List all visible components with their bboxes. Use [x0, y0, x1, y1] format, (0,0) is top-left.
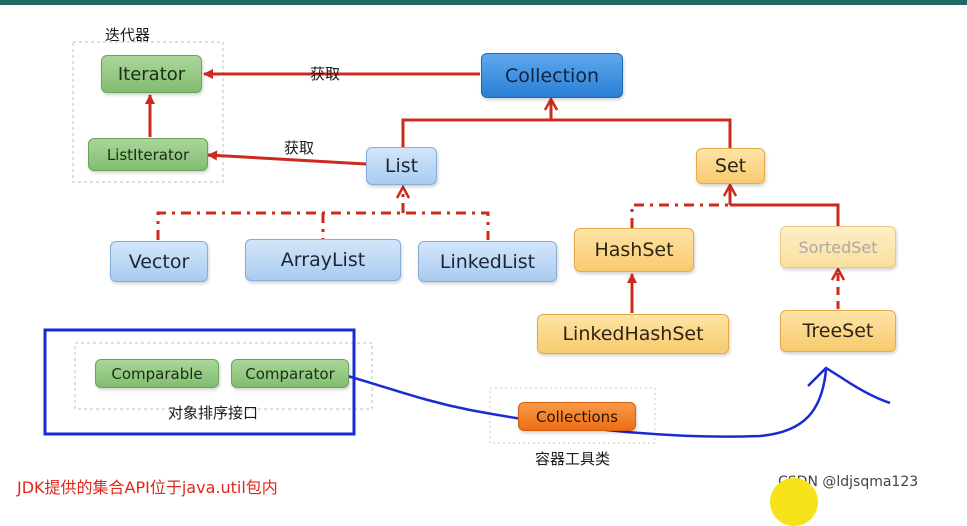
sortedset-node: SortedSet — [780, 226, 896, 268]
top-border — [0, 0, 967, 5]
iterator-group-label: 迭代器 — [105, 26, 151, 44]
sort-interface-label: 对象排序接口 — [168, 404, 259, 422]
hashset-node: HashSet — [574, 228, 694, 272]
list-node: List — [366, 147, 437, 185]
comparator-highlight-box — [43, 328, 356, 436]
cursor-highlight — [770, 478, 818, 526]
list-implementations-connector — [156, 211, 490, 240]
csdn-watermark: CSDN @ldjsqma123 — [778, 474, 919, 490]
linkedlist-node: LinkedList — [418, 241, 557, 282]
set-node: Set — [696, 148, 765, 184]
collections-node: Collections — [518, 402, 636, 431]
vector-node: Vector — [110, 241, 208, 282]
arraylist-node: ArrayList — [245, 239, 401, 281]
list-set-to-collection-connector — [401, 118, 732, 148]
collection-node: Collection — [481, 53, 623, 98]
comparator-node: Comparator — [231, 359, 349, 388]
list-iterator-node: ListIterator — [88, 138, 208, 171]
comparable-node: Comparable — [95, 359, 219, 388]
iterator-group-box — [72, 41, 224, 183]
diagram-connectors — [43, 41, 891, 444]
list-to-listiterator-arrow — [207, 150, 367, 166]
container-tools-label: 容器工具类 — [535, 450, 611, 468]
get-label-top: 获取 — [310, 65, 341, 83]
hashset-to-set-connector — [630, 203, 730, 228]
treeset-node: TreeSet — [780, 310, 896, 352]
sortedset-to-set-connector — [730, 203, 840, 226]
jdk-package-note: JDK提供的集合API位于java.util包内 — [17, 478, 278, 497]
sort-interface-group-box — [74, 342, 373, 410]
treeset-highlight-arrowhead — [807, 366, 891, 405]
linkedhashset-node: LinkedHashSet — [537, 314, 729, 354]
iterator-node: Iterator — [101, 55, 202, 93]
get-label-bottom: 获取 — [284, 139, 315, 157]
